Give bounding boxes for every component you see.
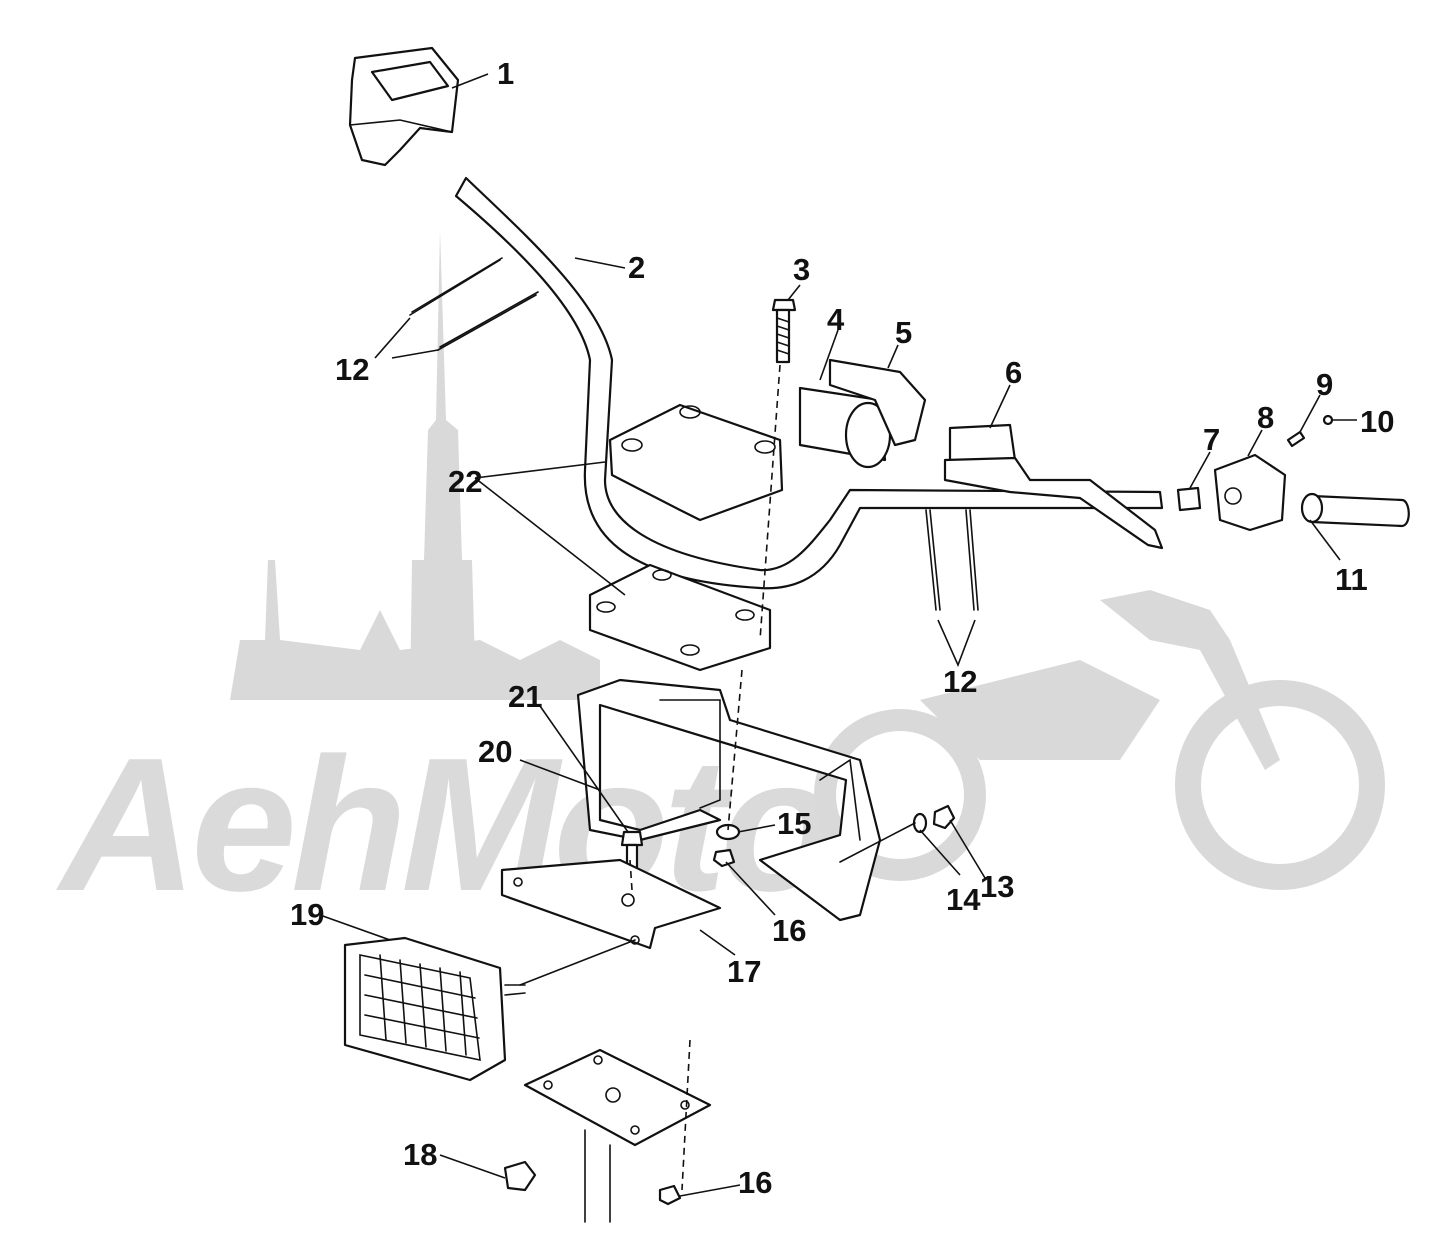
part-upper-clamp (608, 403, 784, 522)
callout-3: 3 (793, 252, 810, 287)
watermark-spire-icon (410, 230, 476, 700)
watermark: AehMoto (56, 230, 1385, 931)
callout-22: 22 (448, 464, 482, 499)
part-headlight (343, 936, 526, 1082)
callout-4: 4 (827, 302, 845, 337)
callout-17: 17 (727, 954, 761, 989)
part-throttle-housing (1213, 453, 1287, 532)
part-handlebar-cover (348, 46, 460, 167)
callout-8: 8 (1257, 400, 1274, 435)
callout-1: 1 (497, 56, 514, 91)
part-screw-10 (1322, 414, 1334, 426)
callout-20: 20 (478, 734, 512, 769)
callout-9: 9 (1316, 367, 1333, 402)
part-nut-13 (932, 804, 956, 830)
part-brake-lever (943, 423, 1164, 550)
callout-5: 5 (895, 315, 912, 350)
part-cable-ties-upper (409, 257, 539, 351)
callout-16: 16 (772, 913, 806, 948)
callout-15: 15 (777, 806, 811, 841)
part-pad (798, 386, 892, 469)
callout-14: 14 (946, 882, 981, 917)
part-mounting-plate (523, 1048, 712, 1223)
assembly-lines (519, 364, 916, 1191)
part-light-bracket-plate (500, 858, 722, 950)
callout-21: 21 (508, 679, 542, 714)
callout-13: 13 (980, 869, 1014, 904)
leader-lines (319, 73, 1357, 1197)
callout-12-right: 12 (943, 664, 977, 699)
part-clip (503, 1160, 537, 1192)
part-bolt-3 (771, 298, 797, 364)
part-pad-cover (828, 358, 927, 447)
callout-11: 11 (1335, 562, 1368, 597)
watermark-skyline-icon (230, 560, 600, 700)
part-nut-16 (712, 848, 736, 868)
part-nut-16-lower (658, 1184, 682, 1206)
watermark-motorcycle-icon (814, 590, 1385, 890)
part-grip (1300, 492, 1410, 528)
callout-19: 19 (290, 897, 324, 932)
callout-12-left: 12 (335, 352, 369, 387)
callout-16-lower: 16 (738, 1165, 772, 1200)
callout-18: 18 (403, 1137, 437, 1172)
callout-6: 6 (1005, 355, 1022, 390)
part-cable-ties-lower (925, 509, 979, 611)
callout-2: 2 (628, 250, 645, 285)
part-mounting-bracket (576, 678, 882, 922)
part-collar (1176, 486, 1202, 512)
part-handlebar (454, 176, 1164, 590)
callout-7: 7 (1203, 422, 1220, 457)
watermark-text: AehMoto (56, 719, 831, 931)
part-lower-clamp (588, 563, 772, 672)
callouts: 1 2 3 4 5 6 7 8 9 10 11 12 12 13 14 15 1… (290, 56, 1394, 1200)
part-screw-9 (1286, 430, 1306, 448)
callout-10: 10 (1360, 404, 1394, 439)
